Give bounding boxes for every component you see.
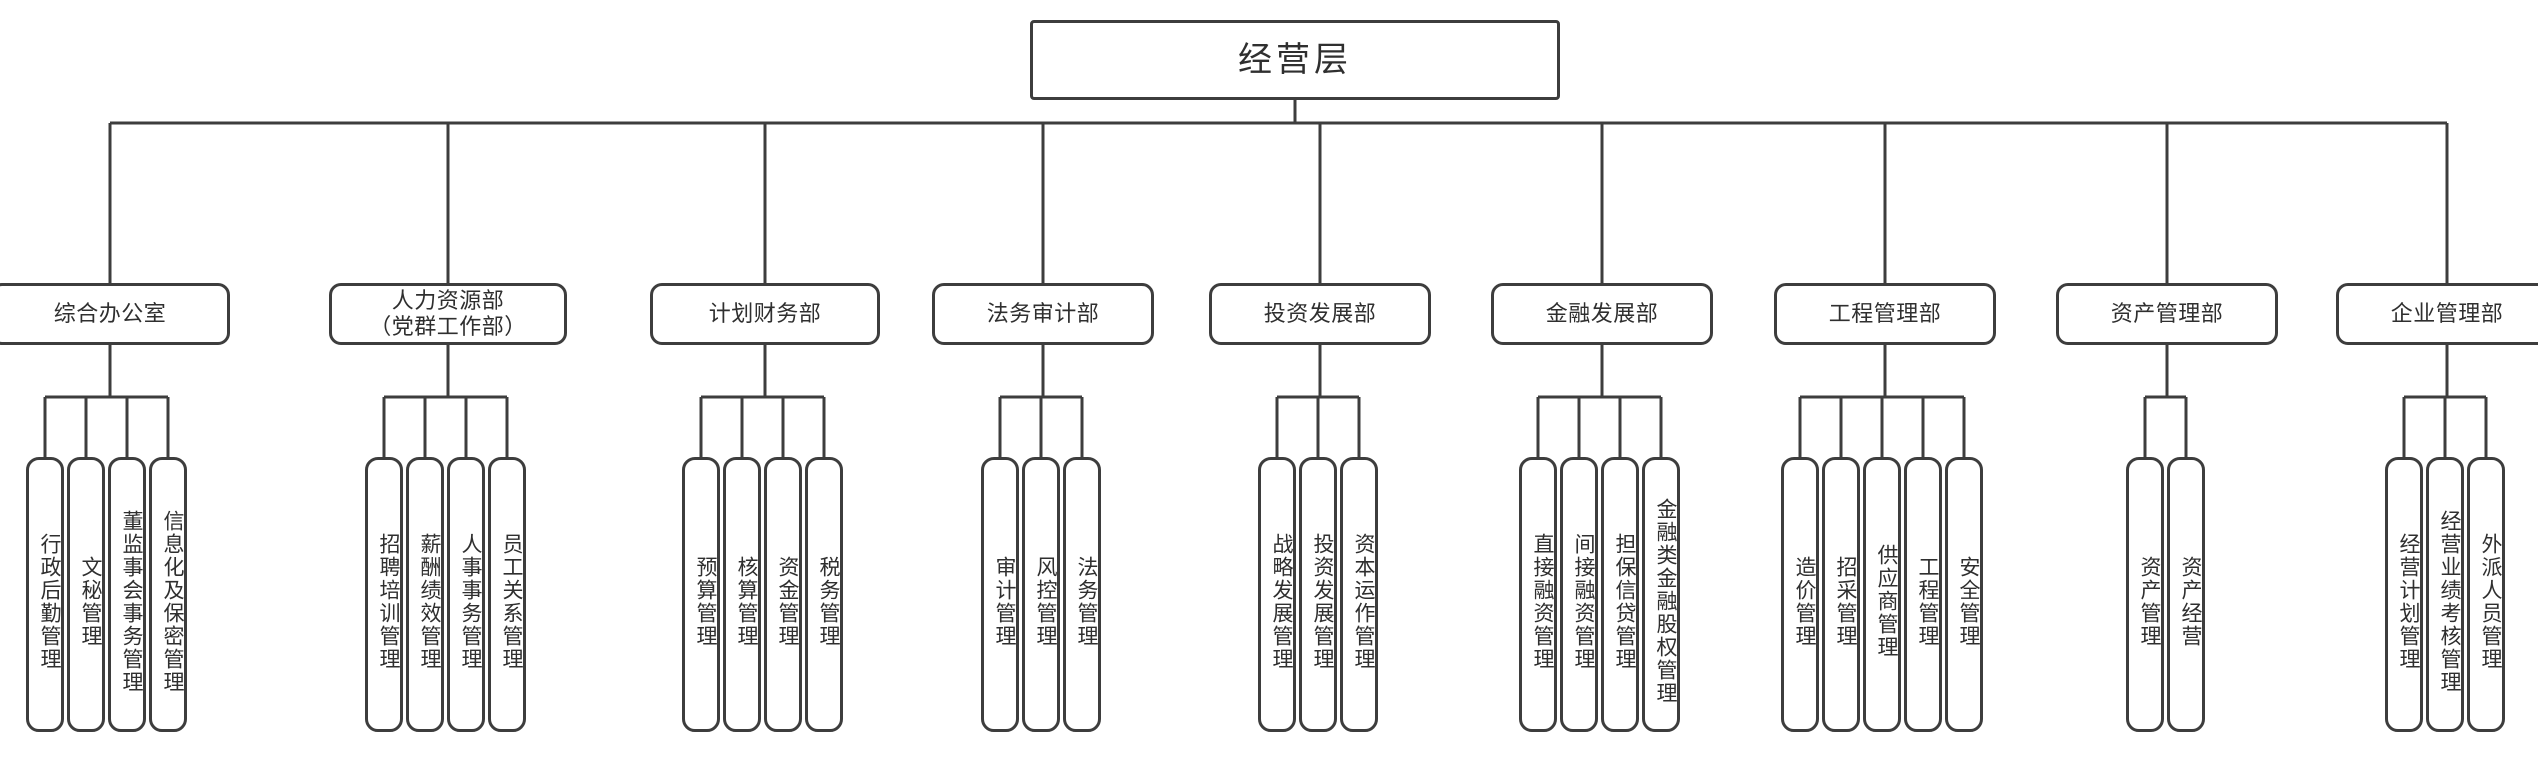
department-node-投资发展部[interactable]: 投资发展部 bbox=[1209, 283, 1431, 345]
function-node-薪酬绩效管理[interactable]: 薪酬绩效管理 bbox=[406, 457, 444, 732]
function-node-资产管理[interactable]: 资产管理 bbox=[2126, 457, 2164, 732]
department-node-人力资源部党群工作部[interactable]: 人力资源部 （党群工作部） bbox=[329, 283, 567, 345]
function-node-label: 间接融资管理 bbox=[1572, 532, 1595, 671]
function-node-间接融资管理[interactable]: 间接融资管理 bbox=[1560, 457, 1598, 732]
function-node-文秘管理[interactable]: 文秘管理 bbox=[67, 457, 105, 732]
function-node-label: 金融类金融股权管理 bbox=[1654, 498, 1677, 705]
function-node-资产经营[interactable]: 资产经营 bbox=[2167, 457, 2205, 732]
function-node-经营计划管理[interactable]: 经营计划管理 bbox=[2385, 457, 2423, 732]
function-node-信息化及保密管理[interactable]: 信息化及保密管理 bbox=[149, 457, 187, 732]
function-node-法务管理[interactable]: 法务管理 bbox=[1063, 457, 1101, 732]
function-node-招采管理[interactable]: 招采管理 bbox=[1822, 457, 1860, 732]
function-node-战略发展管理[interactable]: 战略发展管理 bbox=[1258, 457, 1296, 732]
function-node-工程管理[interactable]: 工程管理 bbox=[1904, 457, 1942, 732]
function-node-预算管理[interactable]: 预算管理 bbox=[682, 457, 720, 732]
department-node-资产管理部[interactable]: 资产管理部 bbox=[2056, 283, 2278, 345]
department-node-企业管理部[interactable]: 企业管理部 bbox=[2336, 283, 2538, 345]
function-node-label: 担保信贷管理 bbox=[1613, 532, 1636, 671]
function-node-金融类金融股权管理[interactable]: 金融类金融股权管理 bbox=[1642, 457, 1680, 732]
department-node-label: 工程管理部 bbox=[1828, 300, 1942, 326]
function-node-行政后勤管理[interactable]: 行政后勤管理 bbox=[26, 457, 64, 732]
department-node-法务审计部[interactable]: 法务审计部 bbox=[932, 283, 1154, 345]
function-node-供应商管理[interactable]: 供应商管理 bbox=[1863, 457, 1901, 732]
function-node-经营业绩考核管理[interactable]: 经营业绩考核管理 bbox=[2426, 457, 2464, 732]
function-node-label: 资产管理 bbox=[2138, 555, 2161, 648]
department-node-label: 综合办公室 bbox=[53, 300, 167, 326]
department-node-label: 企业管理部 bbox=[2390, 300, 2504, 326]
function-node-label: 法务管理 bbox=[1075, 555, 1098, 648]
function-node-风控管理[interactable]: 风控管理 bbox=[1022, 457, 1060, 732]
function-node-label: 人事事务管理 bbox=[459, 532, 482, 671]
function-node-label: 招采管理 bbox=[1834, 555, 1857, 648]
department-node-综合办公室[interactable]: 综合办公室 bbox=[0, 283, 230, 345]
function-node-税务管理[interactable]: 税务管理 bbox=[805, 457, 843, 732]
function-node-资本运作管理[interactable]: 资本运作管理 bbox=[1340, 457, 1378, 732]
function-node-label: 造价管理 bbox=[1793, 555, 1816, 648]
department-node-计划财务部[interactable]: 计划财务部 bbox=[650, 283, 880, 345]
function-node-label: 供应商管理 bbox=[1875, 544, 1898, 659]
root-node-management-level[interactable]: 经营层 bbox=[1030, 20, 1560, 100]
function-node-label: 信息化及保密管理 bbox=[161, 509, 184, 694]
function-node-label: 员工关系管理 bbox=[500, 532, 523, 671]
function-node-label: 安全管理 bbox=[1957, 555, 1980, 648]
function-node-label: 薪酬绩效管理 bbox=[418, 532, 441, 671]
function-node-label: 战略发展管理 bbox=[1270, 532, 1293, 671]
function-node-label: 经营计划管理 bbox=[2397, 532, 2420, 671]
department-node-label: 人力资源部 （党群工作部） bbox=[369, 288, 527, 339]
function-node-label: 工程管理 bbox=[1916, 555, 1939, 648]
function-node-投资发展管理[interactable]: 投资发展管理 bbox=[1299, 457, 1337, 732]
function-node-label: 资产经营 bbox=[2179, 555, 2202, 648]
department-node-label: 计划财务部 bbox=[708, 300, 822, 326]
function-node-label: 预算管理 bbox=[694, 555, 717, 648]
function-node-外派人员管理[interactable]: 外派人员管理 bbox=[2467, 457, 2505, 732]
function-node-label: 税务管理 bbox=[817, 555, 840, 648]
function-node-造价管理[interactable]: 造价管理 bbox=[1781, 457, 1819, 732]
function-node-label: 行政后勤管理 bbox=[38, 532, 61, 671]
function-node-label: 审计管理 bbox=[993, 555, 1016, 648]
function-node-人事事务管理[interactable]: 人事事务管理 bbox=[447, 457, 485, 732]
function-node-审计管理[interactable]: 审计管理 bbox=[981, 457, 1019, 732]
function-node-核算管理[interactable]: 核算管理 bbox=[723, 457, 761, 732]
function-node-招聘培训管理[interactable]: 招聘培训管理 bbox=[365, 457, 403, 732]
department-node-工程管理部[interactable]: 工程管理部 bbox=[1774, 283, 1996, 345]
function-node-label: 文秘管理 bbox=[79, 555, 102, 648]
function-node-担保信贷管理[interactable]: 担保信贷管理 bbox=[1601, 457, 1639, 732]
root-node-label: 经营层 bbox=[1238, 40, 1352, 79]
function-node-label: 经营业绩考核管理 bbox=[2438, 509, 2461, 694]
function-node-资金管理[interactable]: 资金管理 bbox=[764, 457, 802, 732]
function-node-label: 直接融资管理 bbox=[1531, 532, 1554, 671]
function-node-董监事会事务管理[interactable]: 董监事会事务管理 bbox=[108, 457, 146, 732]
function-node-label: 投资发展管理 bbox=[1311, 532, 1334, 671]
function-node-安全管理[interactable]: 安全管理 bbox=[1945, 457, 1983, 732]
function-node-label: 核算管理 bbox=[735, 555, 758, 648]
function-node-label: 招聘培训管理 bbox=[377, 532, 400, 671]
function-node-label: 风控管理 bbox=[1034, 555, 1057, 648]
department-node-label: 法务审计部 bbox=[986, 300, 1100, 326]
function-node-label: 董监事会事务管理 bbox=[120, 509, 143, 694]
department-node-label: 金融发展部 bbox=[1545, 300, 1659, 326]
function-node-label: 外派人员管理 bbox=[2479, 532, 2502, 671]
function-node-label: 资金管理 bbox=[776, 555, 799, 648]
function-node-直接融资管理[interactable]: 直接融资管理 bbox=[1519, 457, 1557, 732]
function-node-label: 资本运作管理 bbox=[1352, 532, 1375, 671]
department-node-label: 资产管理部 bbox=[2110, 300, 2224, 326]
department-node-金融发展部[interactable]: 金融发展部 bbox=[1491, 283, 1713, 345]
function-node-员工关系管理[interactable]: 员工关系管理 bbox=[488, 457, 526, 732]
department-node-label: 投资发展部 bbox=[1263, 300, 1377, 326]
